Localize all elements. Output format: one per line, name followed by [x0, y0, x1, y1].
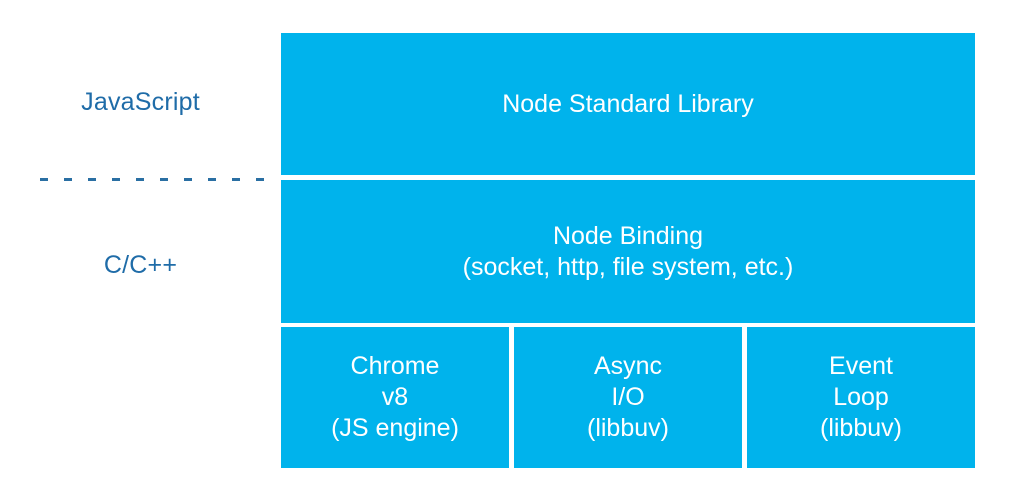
chrome-v8-box: Chrome v8 (JS engine) [281, 327, 509, 468]
chrome-v8-line3: (JS engine) [331, 414, 459, 442]
event-loop-box: Event Loop (libbuv) [747, 327, 975, 468]
event-loop-line3: (libbuv) [820, 414, 902, 442]
chrome-v8-line2: v8 [381, 383, 409, 411]
async-io-line2: I/O [611, 383, 645, 411]
language-layer-labels: JavaScript C/C++ [0, 0, 281, 502]
chrome-v8-line1: Chrome [350, 352, 440, 380]
event-loop-line2: Loop [833, 383, 889, 411]
layer-divider-dashed-line [40, 178, 274, 181]
async-io-line3: (libbuv) [587, 414, 669, 442]
event-loop-line1: Event [829, 352, 893, 380]
javascript-layer-label: JavaScript [81, 88, 200, 116]
runtime-components-row: Chrome v8 (JS engine) Async I/O (libbuv)… [281, 327, 975, 468]
node-binding-box: Node Binding (socket, http, file system,… [281, 180, 975, 323]
node-binding-subtitle: (socket, http, file system, etc.) [462, 252, 794, 281]
node-binding-title: Node Binding [552, 221, 704, 250]
c-cpp-layer-label: C/C++ [103, 251, 178, 279]
async-io-line1: Async [593, 352, 663, 380]
architecture-box-stack: Node Standard Library Node Binding (sock… [281, 33, 975, 468]
node-standard-library-box: Node Standard Library [281, 33, 975, 175]
node-standard-library-label: Node Standard Library [502, 89, 754, 118]
async-io-box: Async I/O (libbuv) [514, 327, 742, 468]
